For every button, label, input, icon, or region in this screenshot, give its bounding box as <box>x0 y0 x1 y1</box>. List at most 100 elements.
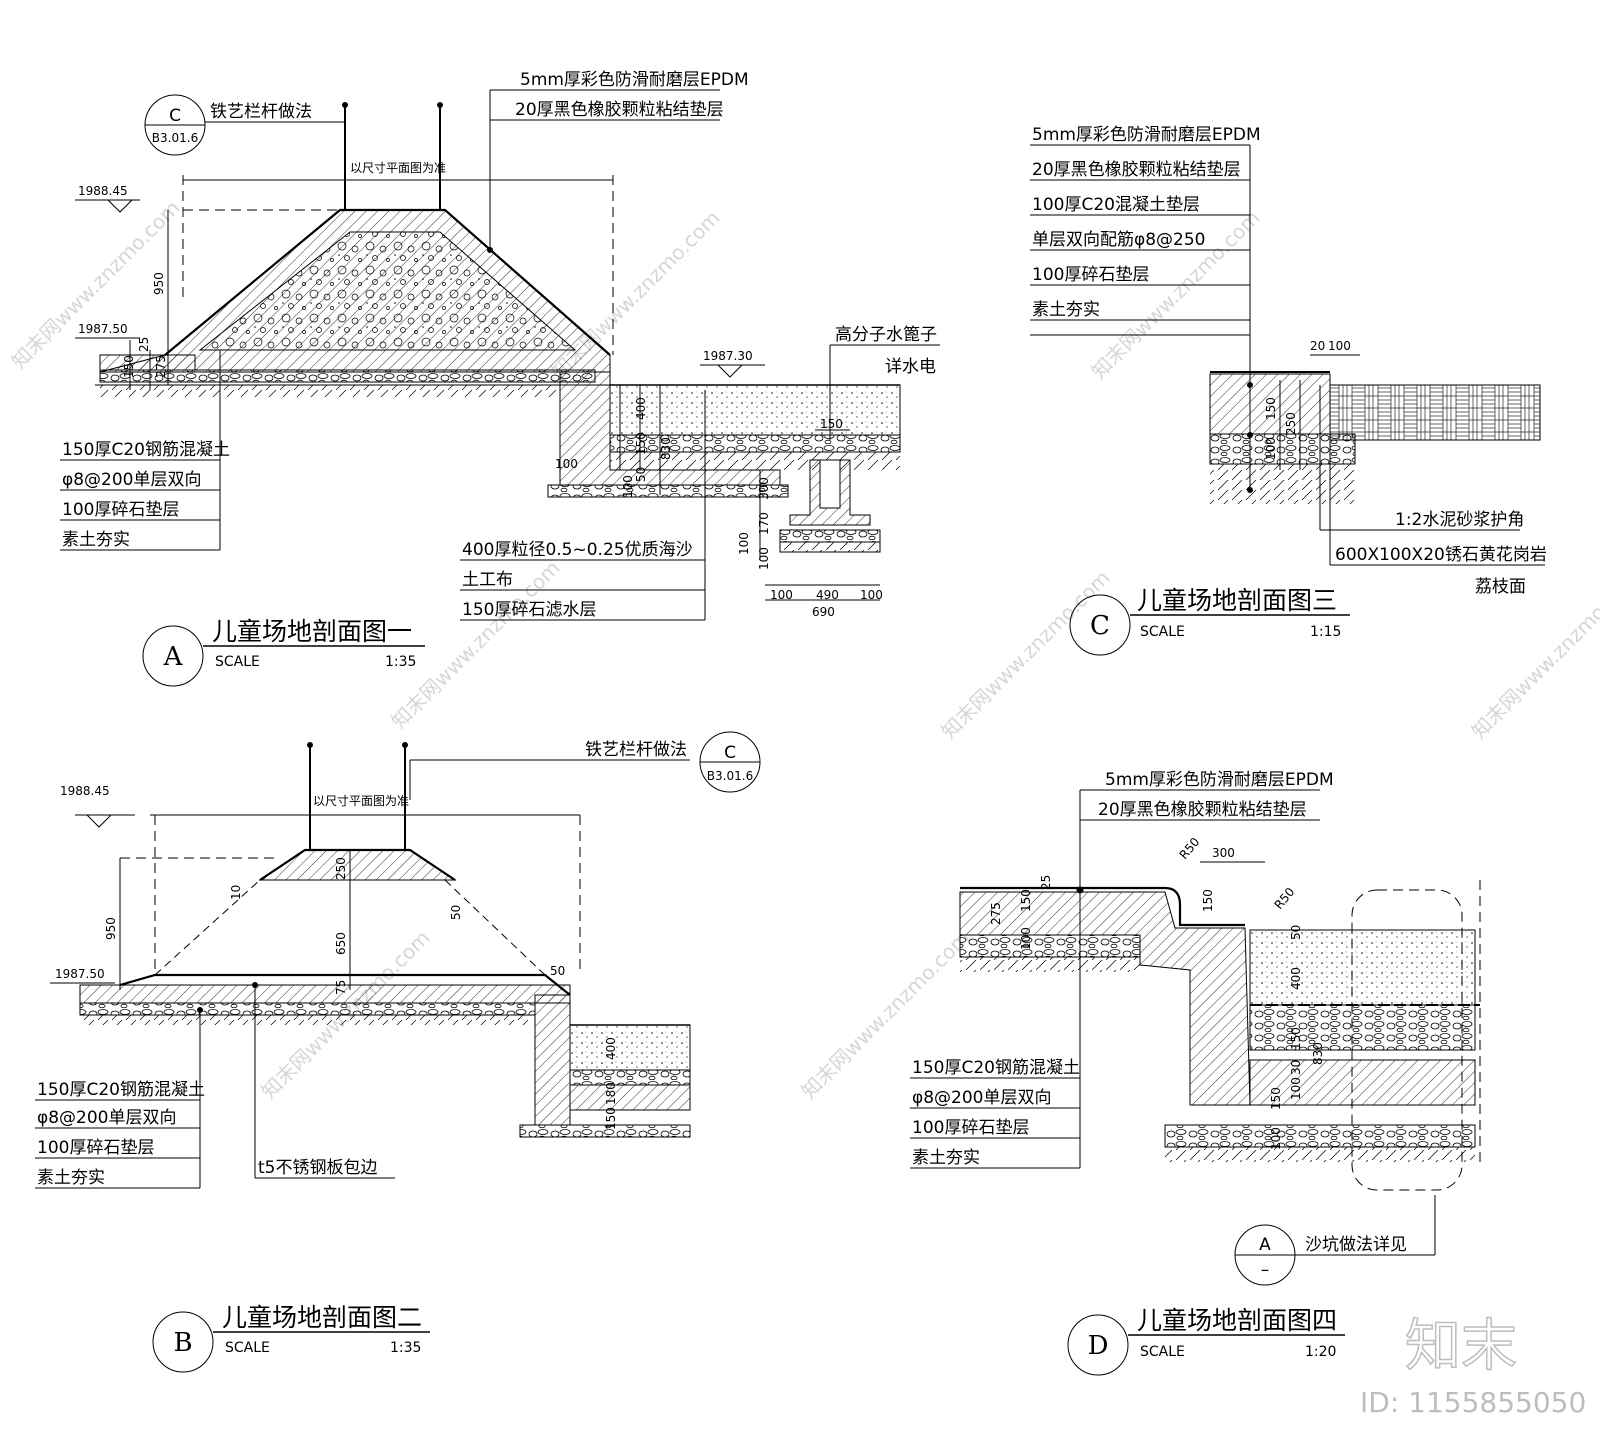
section-b <box>35 731 761 1373</box>
layer-label: 20厚黑色橡胶颗粒粘结垫层 <box>1098 800 1307 820</box>
layer-label: 素土夯实 <box>1032 300 1100 320</box>
dim-label: 100 <box>1019 927 1033 950</box>
drain-label: 高分子水篦子 <box>835 325 937 345</box>
sand-layer <box>569 1024 691 1071</box>
dim-label: 650 <box>334 932 348 955</box>
dim-label: 100 <box>555 457 578 471</box>
dim-label: 150 <box>122 355 136 378</box>
edge-note: 1:2水泥砂浆护角 <box>1395 510 1524 530</box>
section-a-text: C B3.01.6 铁艺栏杆做法 以尺寸平面图为准 5mm厚彩色防滑耐磨层EPD… <box>62 70 937 672</box>
granite-paving <box>1329 384 1541 441</box>
concrete-layer <box>1209 373 1331 435</box>
sand-layer <box>1249 929 1476 1006</box>
layer-label: 素土夯实 <box>37 1168 105 1188</box>
section-letter: B <box>173 1328 192 1358</box>
plan-note: 以尺寸平面图为准 <box>350 161 446 175</box>
dim-label: 950 <box>152 272 166 295</box>
dim-label: 950 <box>104 917 118 940</box>
scale-value: 1:20 <box>1305 1344 1336 1360</box>
section-letter: C <box>1090 611 1110 641</box>
dim-label: 250 <box>334 857 348 880</box>
edge-note: t5不锈钢板包边 <box>258 1158 377 1178</box>
layer-label: 单层双向配筋φ8@250 <box>1032 230 1205 250</box>
sandpit-note: 沙坑做法详见 <box>1305 1235 1407 1255</box>
section-title: 儿童场地剖面图一 <box>212 617 412 646</box>
brand-corner: 知末 ID: 1155855050 <box>1360 1313 1586 1419</box>
layer-label: φ8@200单层双向 <box>37 1108 176 1128</box>
gravel-base <box>547 484 789 498</box>
layer-label: 100厚碎石垫层 <box>37 1138 154 1158</box>
ref-letter: A <box>1259 1235 1271 1255</box>
layer-label: 150厚C20钢筋混凝土 <box>62 440 230 460</box>
section-marker-circle <box>142 625 204 687</box>
layer-label: 100厚碎石垫层 <box>912 1118 1029 1138</box>
ref-letter: C <box>724 743 736 763</box>
sand-layer <box>609 384 901 436</box>
ref-sheet: B3.01.6 <box>707 769 753 783</box>
dim-label: 150 <box>1264 397 1278 420</box>
layer-label: 150厚C20钢筋混凝土 <box>37 1080 205 1100</box>
section-letter: D <box>1088 1331 1109 1361</box>
retaining-wall <box>534 994 571 1126</box>
railing-note: 铁艺栏杆做法 <box>210 102 312 122</box>
dim-label: 150 <box>634 432 648 455</box>
scale-value: 1:35 <box>385 654 416 670</box>
dim-label: 100 <box>1269 1127 1283 1150</box>
brand-logo: 知末 <box>1405 1314 1517 1379</box>
dim-label: 150 <box>1019 889 1033 912</box>
dim-label: 100 <box>737 532 751 555</box>
dim-label: 100 <box>770 588 793 602</box>
dim-label: 490 <box>816 588 839 602</box>
dim-label: 50 <box>449 905 463 920</box>
dim-label: 150 <box>1269 1087 1283 1110</box>
dim-label: 275 <box>154 355 168 378</box>
layer-label: 100厚碎石垫层 <box>1032 265 1149 285</box>
slab-layer <box>79 984 571 1004</box>
section-title: 儿童场地剖面图三 <box>1137 586 1337 615</box>
dim-label: 150 <box>1289 1027 1303 1050</box>
layer-label: φ8@200单层双向 <box>62 470 201 490</box>
plan-note: 以尺寸平面图为准 <box>313 794 409 808</box>
soil-layer <box>100 385 560 397</box>
dim-label: 300 <box>757 477 771 500</box>
mound-cap <box>258 849 457 881</box>
section-c-text: 5mm厚彩色防滑耐磨层EPDM 20厚黑色橡胶颗粒粘结垫层 100厚C20混凝土… <box>1032 125 1547 641</box>
scale-label: SCALE <box>1140 1344 1185 1360</box>
dim-label: 170 <box>757 512 771 535</box>
section-a <box>60 89 940 687</box>
layer-label: 20厚黑色橡胶颗粒粘结垫层 <box>515 100 724 120</box>
watermark-text: 知末网www.znzmo.com <box>937 566 1115 744</box>
elevation-label: 1987.30 <box>703 349 753 363</box>
dim-label: 100 <box>621 475 635 498</box>
dim-label: 75 <box>334 980 348 995</box>
dim-label: 100 <box>1264 437 1278 460</box>
dim-label: R50 <box>1272 885 1298 912</box>
section-c <box>1030 144 1545 656</box>
dim-label: 400 <box>634 397 648 420</box>
dim-label: 100 <box>1328 339 1351 353</box>
layer-label: 土工布 <box>462 570 513 590</box>
layer-label: 150厚C20钢筋混凝土 <box>912 1058 1080 1078</box>
dim-label: 50 <box>634 467 648 482</box>
edge-note: 荔枝面 <box>1475 577 1526 597</box>
dim-label: 150 <box>604 1107 618 1130</box>
section-d <box>910 789 1481 1376</box>
mound-fill <box>198 231 577 351</box>
drain-label: 详水电 <box>885 357 936 377</box>
gravel-layer <box>79 1002 536 1016</box>
section-b-text: C B3.01.6 铁艺栏杆做法 以尺寸平面图为准 1988.45 1987.5… <box>37 740 753 1358</box>
dim-label: 50 <box>550 964 565 978</box>
layer-label: 5mm厚彩色防滑耐磨层EPDM <box>1105 770 1334 790</box>
ref-letter: C <box>169 106 181 126</box>
section-d-text: 5mm厚彩色防滑耐磨层EPDM 20厚黑色橡胶颗粒粘结垫层 R50 300 R5… <box>912 770 1407 1361</box>
scale-value: 1:35 <box>390 1340 421 1356</box>
layer-label: 20厚黑色橡胶颗粒粘结垫层 <box>1032 160 1241 180</box>
dim-label: 25 <box>1039 875 1053 890</box>
dim-label: 400 <box>604 1037 618 1060</box>
dim-label: 100 <box>757 547 771 570</box>
elevation-label: 1988.45 <box>60 784 110 798</box>
dim-label: 250 <box>1284 412 1298 435</box>
section-marker-circle <box>1069 594 1131 656</box>
scale-label: SCALE <box>225 1340 270 1356</box>
